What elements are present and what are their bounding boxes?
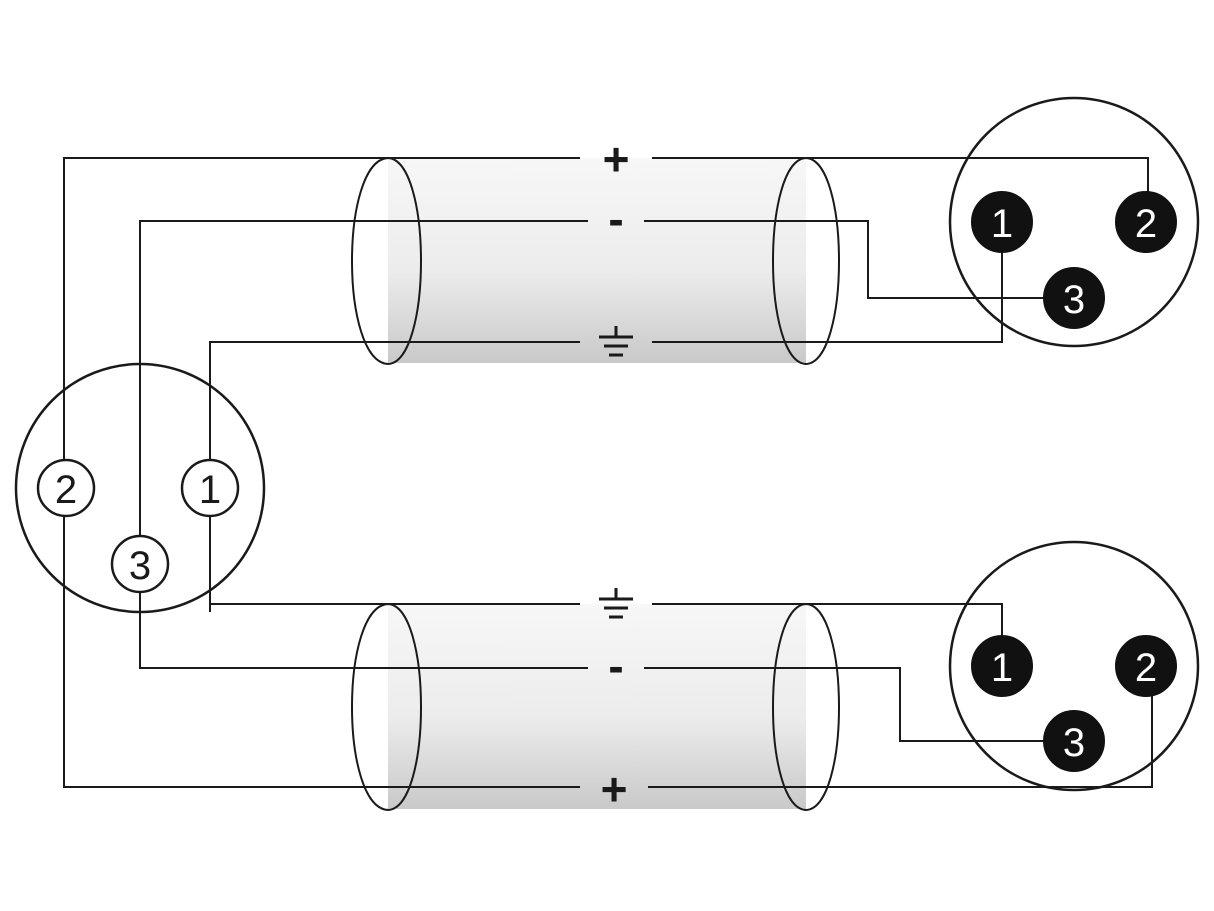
cable-top-body — [388, 158, 806, 363]
female-pin-1-label: 1 — [199, 468, 221, 512]
male-connector-bottom: 1 2 3 — [948, 540, 1200, 792]
wire-bottom-plus-right — [648, 690, 1153, 788]
cable-bottom-right-ring — [772, 602, 840, 812]
male-top-pin-3: 3 — [1043, 267, 1105, 329]
cable-bottom-body — [388, 604, 806, 809]
label-bottom-minus: - — [608, 640, 623, 692]
female-pin-3-label: 3 — [129, 544, 151, 588]
male-top-pin-1-label: 1 — [991, 202, 1013, 246]
wire-bottom-ground — [209, 515, 580, 605]
wire-top-ground-right — [652, 248, 1003, 343]
cable-top — [351, 156, 840, 366]
male-bottom-pin-1-label: 1 — [991, 646, 1013, 690]
male-bottom-pin-2: 2 — [1115, 635, 1177, 697]
female-pin-2-label: 2 — [55, 468, 77, 512]
signal-labels-bottom: - + — [599, 588, 633, 815]
male-connector-top: 1 2 3 — [948, 96, 1200, 348]
cable-top-left-ring — [351, 156, 422, 366]
male-top-pin-2: 2 — [1115, 191, 1177, 253]
label-top-plus: + — [603, 133, 630, 185]
male-connector-bottom-outline — [948, 540, 1200, 792]
female-pin-2: 2 — [36, 458, 96, 518]
wire-bottom-minus — [139, 590, 588, 669]
male-bottom-pin-1: 1 — [971, 635, 1033, 697]
label-bottom-plus: + — [601, 763, 628, 815]
cable-top-right-ring — [772, 156, 840, 366]
male-bottom-pin-2-label: 2 — [1135, 646, 1157, 690]
male-bottom-pin-3: 3 — [1043, 710, 1105, 772]
female-pin-3: 3 — [110, 534, 170, 594]
ground-symbol-icon — [599, 588, 633, 619]
male-top-pin-1: 1 — [971, 191, 1033, 253]
male-bottom-pin-3-label: 3 — [1063, 721, 1085, 765]
label-top-minus: - — [608, 193, 623, 245]
wire-top-plus-right — [652, 157, 1149, 195]
male-connector-top-outline — [948, 96, 1200, 348]
wire-top-plus — [63, 157, 580, 455]
female-pin-1: 1 — [180, 458, 240, 518]
signal-labels-top: + - — [599, 133, 633, 357]
ground-symbol-icon — [599, 326, 633, 357]
wire-top-minus-right — [644, 220, 1048, 299]
male-top-pin-3-label: 3 — [1063, 278, 1085, 322]
male-top-pin-2-label: 2 — [1135, 202, 1157, 246]
cable-bottom-left-ring — [351, 602, 422, 812]
female-connector: 2 3 1 — [14, 362, 266, 614]
wire-bottom-ground-right — [652, 603, 1003, 642]
cable-bottom — [351, 602, 840, 812]
